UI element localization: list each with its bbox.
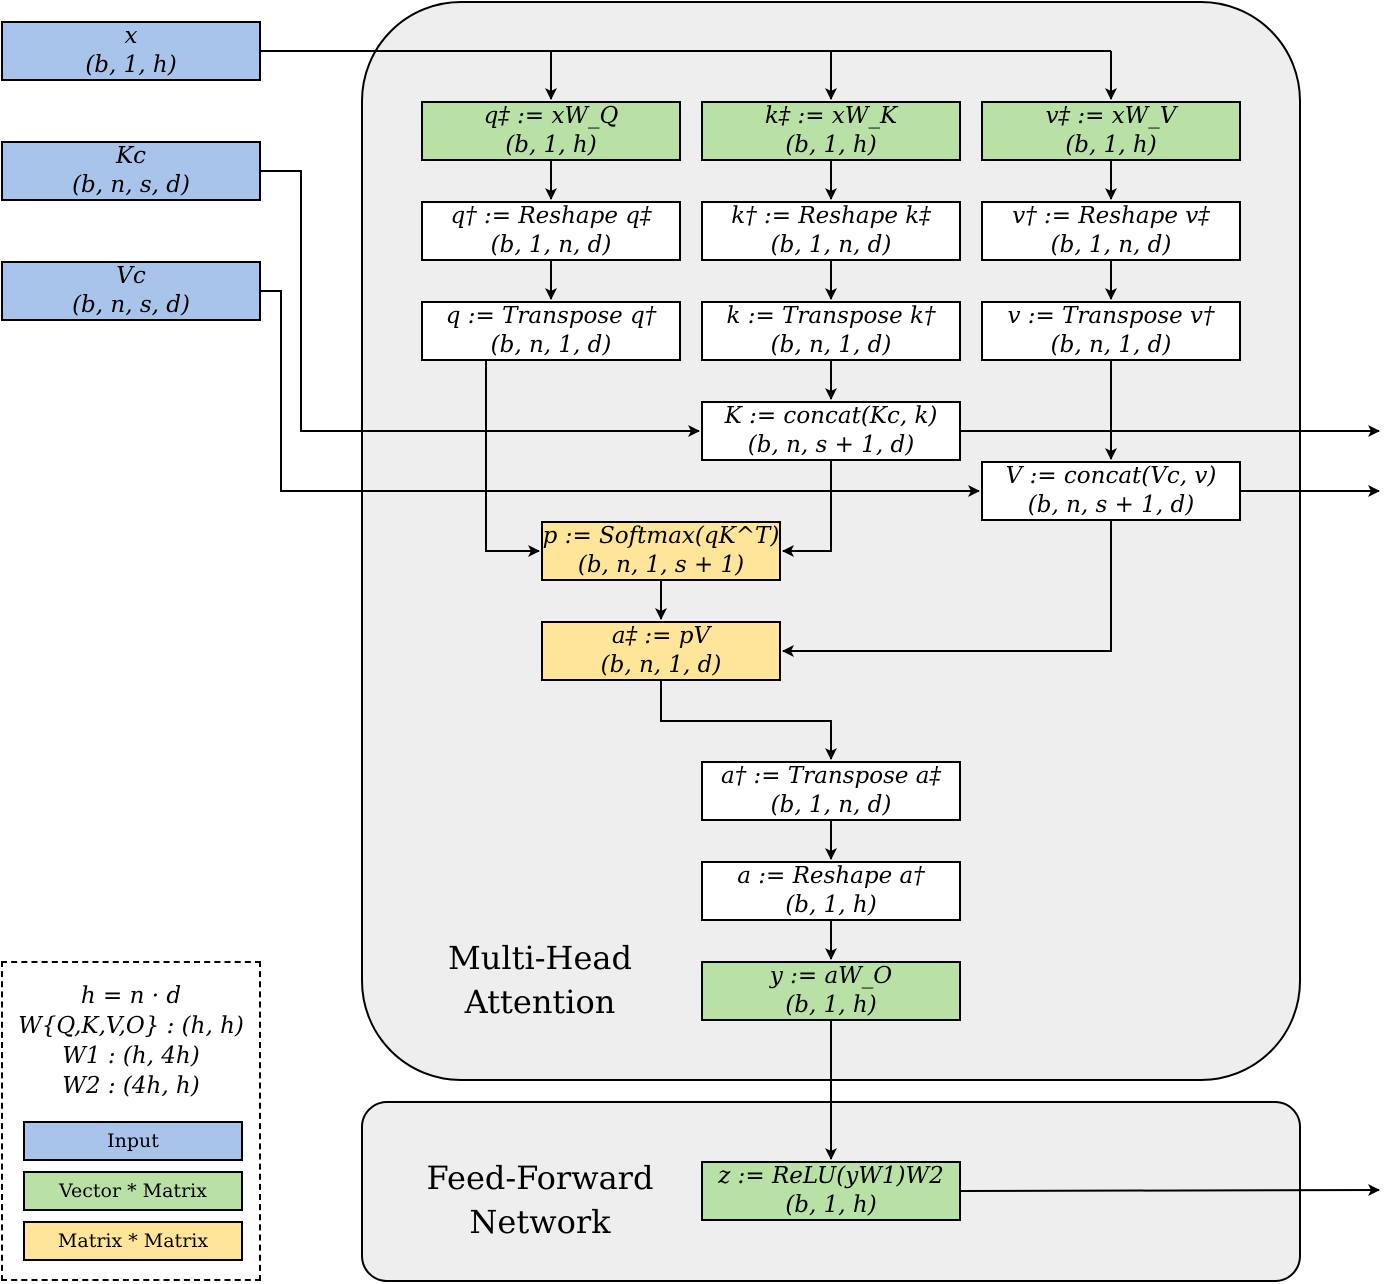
node-Vc: Vc (b, n, s, d) [1, 261, 261, 321]
node-p-softmax: p := Softmax(qK^T) (b, n, 1, s + 1) [541, 521, 781, 581]
node-q: q := Transpose q† (b, n, 1, d) [421, 301, 681, 361]
node-v-dagger: v† := Reshape v‡ (b, 1, n, d) [981, 201, 1241, 261]
legend-item-matrix-matrix: Matrix * Matrix [23, 1221, 243, 1261]
feed-forward-network-label: Feed-Forward Network [426, 1159, 654, 1241]
legend-formulas: h = n · d W{Q,K,V,O} : (h, h) W1 : (h, 4… [3, 981, 259, 1101]
multi-head-attention-label: Multi-Head Attention [448, 939, 632, 1021]
node-a-dagger: a† := Transpose a‡ (b, 1, n, d) [701, 761, 961, 821]
node-v-ddagger: v‡ := xW_V (b, 1, h) [981, 101, 1241, 161]
legend-item-input: Input [23, 1121, 243, 1161]
legend-formula: W2 : (4h, h) [62, 1073, 200, 1099]
node-k-ddagger: k‡ := xW_K (b, 1, h) [701, 101, 961, 161]
node-k: k := Transpose k† (b, n, 1, d) [701, 301, 961, 361]
legend: h = n · d W{Q,K,V,O} : (h, h) W1 : (h, 4… [1, 961, 261, 1281]
node-a: a := Reshape a† (b, 1, h) [701, 861, 961, 921]
legend-item-vector-matrix: Vector * Matrix [23, 1171, 243, 1211]
node-V-concat: V := concat(Vc, v) (b, n, s + 1, d) [981, 461, 1241, 521]
legend-formula: h = n · d [80, 983, 182, 1009]
node-q-ddagger: q‡ := xW_Q (b, 1, h) [421, 101, 681, 161]
node-a-ddagger: a‡ := pV (b, n, 1, d) [541, 621, 781, 681]
legend-formula: W1 : (h, 4h) [62, 1043, 200, 1069]
legend-formula: W{Q,K,V,O} : (h, h) [18, 1013, 244, 1039]
node-x: x (b, 1, h) [1, 21, 261, 81]
node-Kc: Kc (b, n, s, d) [1, 141, 261, 201]
node-y: y := aW_O (b, 1, h) [701, 961, 961, 1021]
node-q-dagger: q† := Reshape q‡ (b, 1, n, d) [421, 201, 681, 261]
node-z: z := ReLU(yW1)W2 (b, 1, h) [701, 1161, 961, 1221]
node-k-dagger: k† := Reshape k‡ (b, 1, n, d) [701, 201, 961, 261]
node-v: v := Transpose v† (b, n, 1, d) [981, 301, 1241, 361]
node-K-concat: K := concat(Kc, k) (b, n, s + 1, d) [701, 401, 961, 461]
